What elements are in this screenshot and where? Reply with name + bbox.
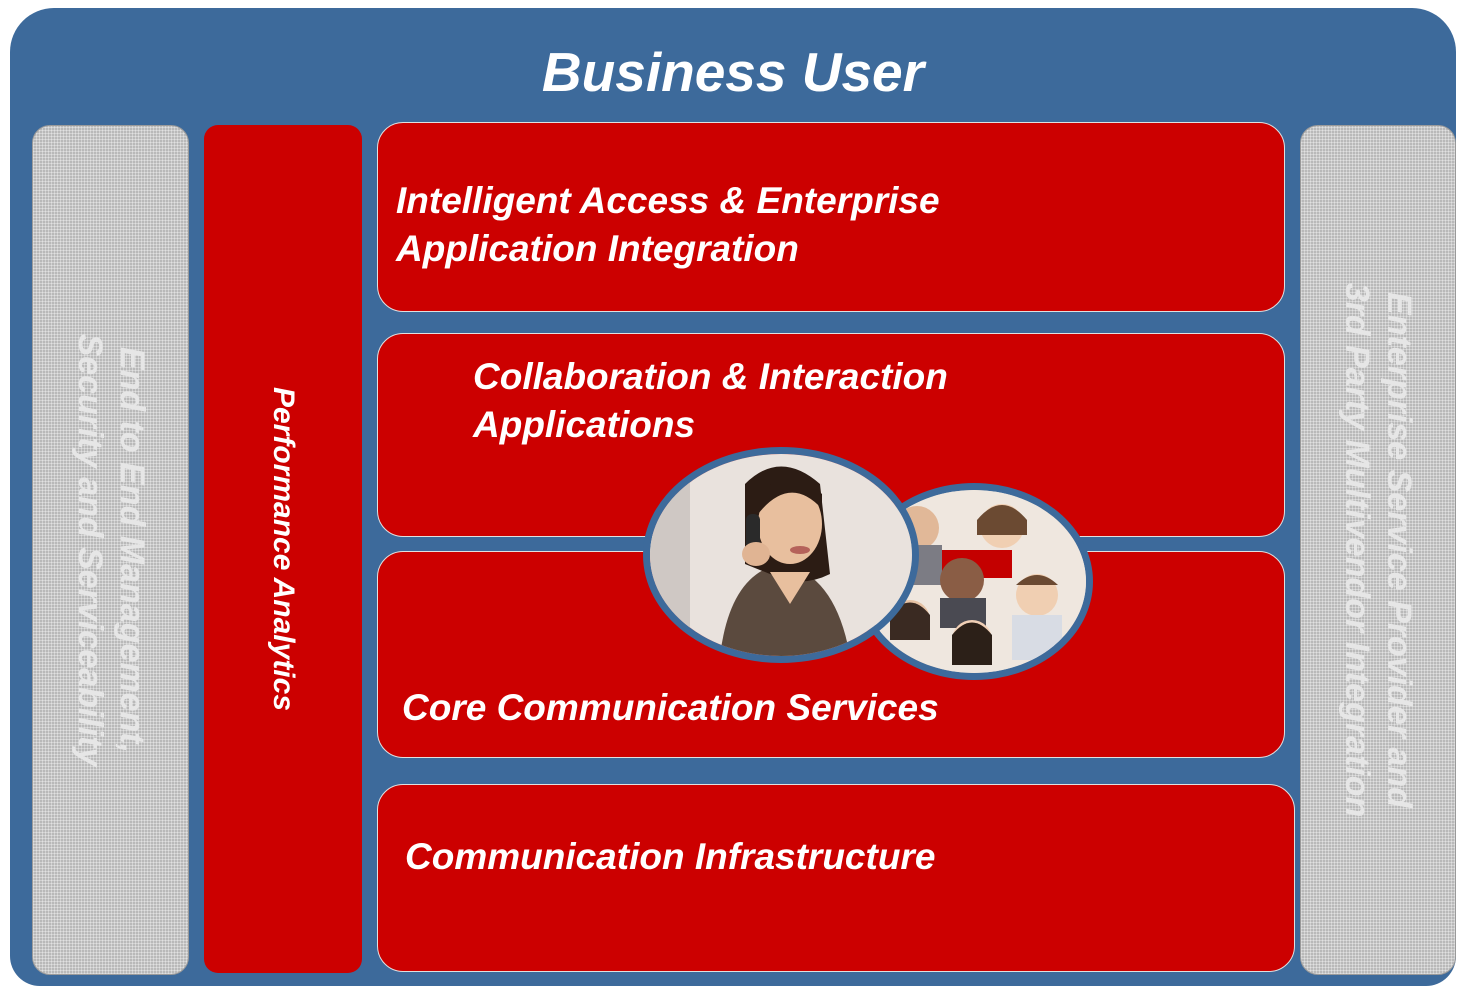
woman-on-phone-illustration — [650, 454, 912, 656]
diagram-title: Business User — [541, 41, 925, 103]
layer-communication-infrastructure-label: Communication Infrastructure — [405, 836, 936, 877]
enterprise-integration-label: Enterprise Service Provider and 3rd Part… — [1338, 282, 1418, 818]
management-security-column: End to End Management, Security and Serv… — [32, 125, 189, 975]
management-security-label: End to End Management, Security and Serv… — [70, 333, 151, 767]
layer-communication-infrastructure: Communication Infrastructure — [377, 784, 1295, 972]
layer-collaboration-label: Collaboration & Interaction Applications — [473, 356, 948, 445]
group-of-people-photo — [855, 483, 1093, 680]
performance-analytics-label: Performance Analytics — [267, 386, 300, 712]
layer-intelligent-access-label: Intelligent Access & Enterprise Applicat… — [396, 180, 940, 269]
enterprise-integration-column: Enterprise Service Provider and 3rd Part… — [1300, 125, 1456, 975]
layer-core-communication-label: Core Communication Services — [402, 687, 939, 728]
woman-on-phone-photo — [643, 447, 919, 663]
layer-intelligent-access: Intelligent Access & Enterprise Applicat… — [377, 122, 1285, 312]
performance-analytics-column: Performance Analytics — [204, 125, 362, 973]
